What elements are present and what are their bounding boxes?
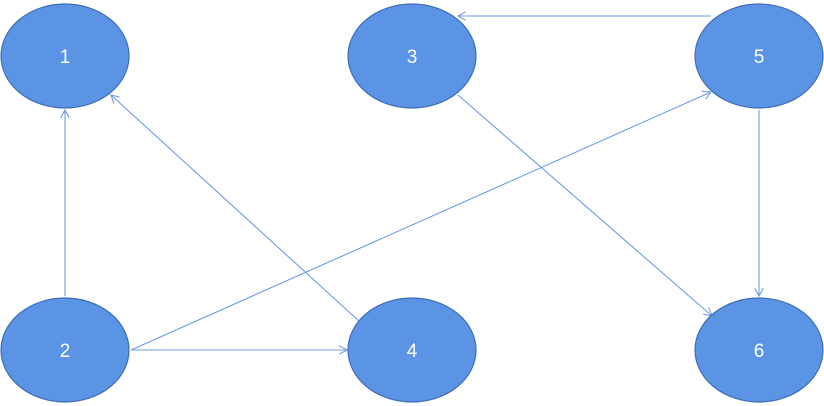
edge-2-to-5 [130,90,713,351]
arrowhead-icon [338,345,349,355]
nodes-layer: 1 2 3 4 5 6 [0,3,824,403]
edge-5-to-3 [456,11,711,21]
edge-4-to-1 [110,94,361,323]
node-2: 2 [0,297,130,403]
node-label: 1 [60,47,71,68]
node-5: 5 [694,3,824,109]
edge-2-to-1 [60,108,70,296]
edge-line [130,91,712,351]
arrowhead-icon [60,108,70,119]
arrowhead-icon [456,11,467,21]
arrowhead-icon [701,90,713,100]
node-label: 6 [754,341,765,362]
edge-5-to-6 [754,110,764,298]
node-6: 6 [694,297,824,403]
node-3: 3 [347,3,477,109]
edge-line [110,94,361,323]
edge-3-to-6 [457,94,713,317]
node-label: 4 [407,341,418,362]
node-1: 1 [0,3,130,109]
node-ellipse [694,3,824,109]
node-label: 5 [754,47,765,68]
edges-layer [60,11,764,355]
node-ellipse [0,297,130,403]
node-ellipse [347,3,477,109]
node-ellipse [347,297,477,403]
arrowhead-icon [110,94,120,104]
node-ellipse [694,297,824,403]
node-4: 4 [347,297,477,403]
edge-2-to-4 [131,345,349,355]
arrowhead-icon [754,287,764,298]
edge-line [457,94,713,317]
node-label: 3 [407,47,418,68]
node-ellipse [0,3,130,109]
node-label: 2 [60,341,71,362]
